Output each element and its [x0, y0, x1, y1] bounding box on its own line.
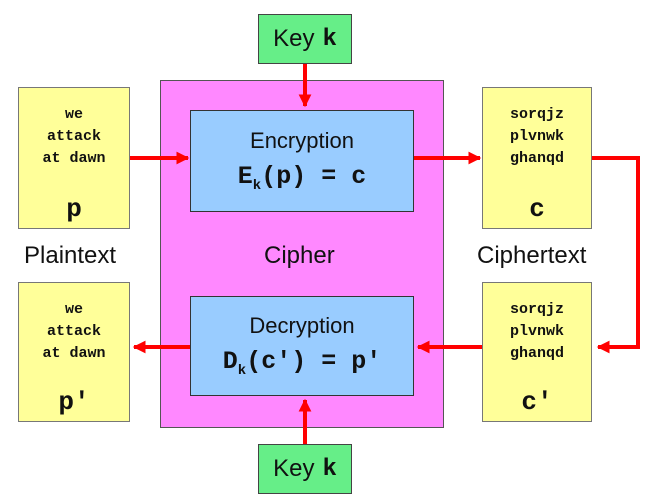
arrow-ciphertext-transmission [592, 156, 640, 354]
ciphertext-line: ghanqd [509, 150, 564, 167]
ciphertext-message: sorqjz plvnwk ghanqd [510, 104, 564, 170]
encryption-formula-body: (p) = c [261, 162, 367, 191]
key-top-variable: k [322, 25, 337, 53]
encryption-formula: Ek(p) = c [238, 162, 366, 194]
ciphertext-variable: c [529, 194, 545, 224]
decryption-function-symbol: D [222, 347, 238, 376]
plaintext-label: Plaintext [24, 242, 117, 269]
plaintext-line: attack [46, 128, 101, 145]
encryption-title: Encryption [250, 128, 354, 153]
decrypted-plaintext-line: at dawn [42, 345, 106, 362]
decrypted-plaintext-message: we attack at dawn [42, 299, 105, 365]
ciphertext-line: plvnwk [509, 128, 564, 145]
received-ciphertext-line: plvnwk [509, 323, 564, 340]
decryption-formula: Dk(c′) = p′ [223, 347, 381, 379]
key-bottom-variable: k [322, 455, 337, 483]
decrypted-plaintext-variable: p′ [58, 387, 90, 417]
received-ciphertext-note: sorqjz plvnwk ghanqd c′ [482, 282, 592, 422]
decryption-box: Decryption Dk(c′) = p′ [190, 296, 414, 396]
received-ciphertext-line: ghanqd [509, 345, 564, 362]
decryption-formula-body: (c′) = p′ [246, 347, 382, 376]
encryption-function-symbol: E [237, 162, 253, 191]
encryption-key-subscript: k [252, 178, 262, 194]
plaintext-line: at dawn [42, 150, 106, 167]
cipher-label: Cipher [264, 242, 335, 269]
ciphertext-note: sorqjz plvnwk ghanqd c [482, 87, 592, 229]
plaintext-message: we attack at dawn [42, 104, 105, 170]
key-top-label: Key [273, 25, 315, 52]
plaintext-variable: p [66, 194, 82, 224]
received-ciphertext-line: sorqjz [509, 301, 564, 318]
received-ciphertext-variable: c′ [521, 387, 553, 417]
key-bottom-label: Key [273, 455, 315, 482]
decrypted-plaintext-note: we attack at dawn p′ [18, 282, 130, 422]
ciphertext-label: Ciphertext [477, 242, 587, 269]
ciphertext-line: sorqjz [509, 106, 564, 123]
decryption-title: Decryption [249, 313, 355, 338]
encryption-box: Encryption Ek(p) = c [190, 110, 414, 212]
received-ciphertext-message: sorqjz plvnwk ghanqd [510, 299, 564, 365]
plaintext-line: we [64, 106, 83, 123]
decrypted-plaintext-line: we [64, 301, 83, 318]
decrypted-plaintext-line: attack [46, 323, 101, 340]
decryption-key-subscript: k [237, 363, 247, 379]
plaintext-note: we attack at dawn p [18, 87, 130, 229]
